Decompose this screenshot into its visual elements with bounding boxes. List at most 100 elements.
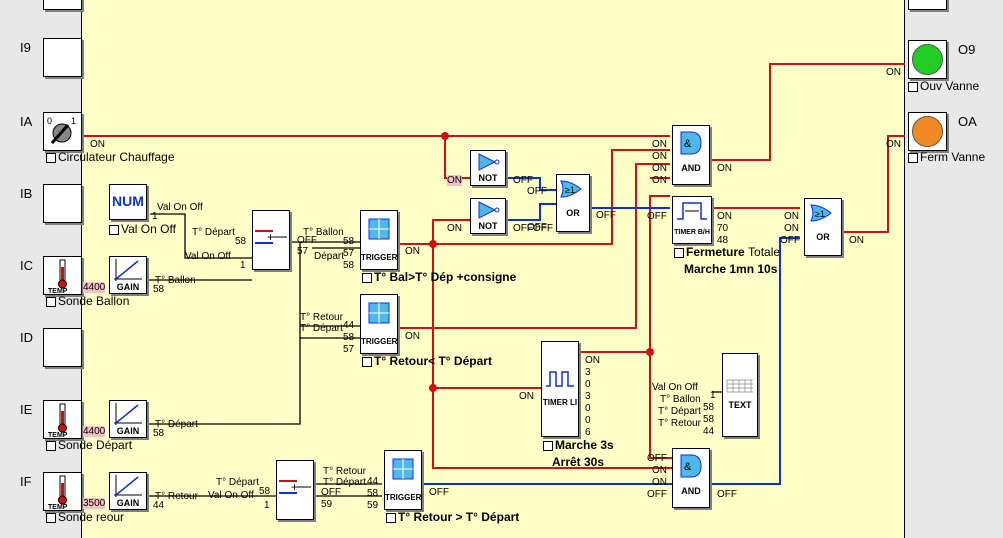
caption-checkbox[interactable] — [386, 512, 396, 523]
input-slot-id[interactable] — [43, 328, 82, 367]
caption-checkbox[interactable] — [908, 81, 918, 92]
and-block-1[interactable]: & AND — [672, 125, 710, 185]
input-slot-ia[interactable]: 0 1 — [43, 112, 82, 151]
thermometer-icon: TEMP — [48, 259, 68, 295]
trigger-name: TRIGGER — [361, 337, 398, 346]
svg-text:TEMP: TEMP — [48, 504, 68, 510]
input-slot-ib[interactable] — [43, 184, 82, 223]
timer1-caption1-text: Fermeture — [686, 245, 745, 259]
timer2-val-2: 3 — [585, 391, 591, 402]
and-name: AND — [681, 163, 701, 173]
not-block-1[interactable]: NOT — [470, 150, 506, 186]
input-caption-ic-text: Sonde Ballon — [58, 294, 130, 308]
num-block[interactable]: NUM — [109, 184, 147, 220]
timer-li-block[interactable]: TIMER LI — [541, 341, 579, 437]
and-gate-icon: & — [680, 454, 702, 478]
output-led-o9 — [912, 44, 943, 75]
caption-checkbox[interactable] — [109, 224, 119, 235]
input-slot-i9[interactable] — [43, 38, 82, 77]
text-label-0: Val On Off — [652, 382, 698, 393]
and2-out: OFF — [717, 489, 737, 500]
text-label-3: T° Retour — [658, 418, 701, 429]
gain-block-retour[interactable]: GAIN — [109, 472, 147, 510]
caption-checkbox[interactable] — [908, 152, 918, 163]
input-slot-if[interactable]: TEMP — [43, 472, 82, 511]
trigger-name: TRIGGER — [385, 493, 422, 502]
svg-text:1: 1 — [71, 116, 76, 126]
input-slot-ic[interactable]: TEMP — [43, 256, 82, 295]
timer2-val-4: 0 — [585, 415, 591, 426]
comp1-ballon-label: T° Ballon — [303, 227, 344, 238]
caption-checkbox[interactable] — [46, 296, 56, 307]
not-gate-icon — [478, 201, 500, 219]
or1-out: OFF — [596, 210, 616, 221]
and2-in2: ON — [652, 465, 667, 476]
caption-checkbox[interactable] — [46, 512, 56, 523]
trigger-block-3[interactable]: TRIGGER — [384, 450, 422, 510]
trigger-block-2[interactable]: TRIGGER — [360, 294, 398, 354]
caption-checkbox[interactable] — [46, 440, 56, 451]
comp2-l2: T° Départ — [323, 477, 366, 488]
comp2-l1: T° Retour — [323, 466, 366, 477]
comp2-in1-value: 58 — [259, 486, 271, 497]
input-name-ie: IE — [20, 402, 33, 417]
input-name-ic: IC — [20, 258, 33, 273]
text-value-0: 1 — [710, 390, 716, 401]
input-caption-ic: Sonde Ballon — [46, 295, 129, 307]
not1-in: ON — [447, 175, 462, 186]
caption-checkbox[interactable] — [362, 356, 372, 367]
trig3-caption-text: T° Retour > T° Départ — [398, 510, 520, 524]
input-caption-if: Sonde reour — [46, 511, 124, 523]
input-caption-ia: Circulateur Chauffage — [46, 151, 175, 163]
caption-checkbox[interactable] — [674, 247, 684, 258]
timer-li-icon — [546, 371, 574, 387]
and-block-2[interactable]: & AND — [672, 448, 710, 508]
output-slot-o9[interactable] — [908, 40, 947, 79]
not2-in: ON — [447, 223, 462, 234]
gain-graph-icon — [114, 259, 142, 281]
trigger-block-1[interactable]: TRIGGER — [360, 210, 398, 270]
output-slot-oa[interactable] — [908, 112, 947, 151]
trig3-state: OFF — [429, 487, 449, 498]
caption-checkbox[interactable] — [543, 440, 553, 451]
or-name: OR — [566, 208, 580, 218]
text-display-block[interactable]: TEXT — [722, 353, 758, 437]
gain-block-depart[interactable]: GAIN — [109, 400, 147, 438]
caption-checkbox[interactable] — [362, 272, 372, 283]
or-name: OR — [816, 232, 830, 242]
and1-in4: ON — [652, 175, 667, 186]
comp1-in1-value: 58 — [235, 236, 247, 247]
text-value-3: 44 — [703, 426, 715, 437]
comp1-in2-value: 1 — [240, 260, 246, 271]
or2-out: ON — [849, 235, 864, 246]
gain-retour-label: T° Retour — [155, 491, 198, 502]
num-out-label: Val On Off — [157, 202, 203, 213]
not-block-2[interactable]: NOT — [470, 198, 506, 234]
or-block-1[interactable]: ≥1 OR — [556, 174, 590, 232]
trig2-state: ON — [405, 331, 420, 342]
input-name-ib: IB — [20, 186, 33, 201]
caption-checkbox[interactable] — [46, 152, 56, 163]
output-slot-top[interactable] — [908, 0, 947, 10]
comp1-out-value: 57 — [297, 246, 309, 257]
timer-bh-block[interactable]: TIMER B/H — [672, 196, 712, 244]
or-gate-icon: ≥1 — [810, 204, 832, 222]
timer2-out: ON — [585, 355, 600, 366]
input-slot-top[interactable] — [43, 0, 82, 10]
gain-block-ballon[interactable]: GAIN — [109, 256, 147, 294]
or-block-2[interactable]: ≥1 OR — [804, 198, 842, 256]
timer-bh-name: TIMER B/H — [674, 229, 710, 236]
input-state-ia: ON — [90, 139, 105, 150]
comparator-block-1[interactable]: + — [252, 210, 290, 270]
trig2-caption: T° Retour< T° Départ — [362, 355, 492, 367]
or2-in2: ON — [784, 223, 799, 234]
not1-out: OFF — [513, 175, 533, 186]
output-state-oa: ON — [886, 139, 901, 150]
not-name: NOT — [478, 173, 498, 183]
switch-knob-icon: 0 1 — [47, 116, 76, 144]
input-slot-ie[interactable]: TEMP — [43, 400, 82, 439]
trig3-v3: 59 — [367, 500, 379, 511]
num-caption-text: Val On Off — [121, 222, 176, 236]
comparator-block-2[interactable]: + — [276, 460, 314, 520]
